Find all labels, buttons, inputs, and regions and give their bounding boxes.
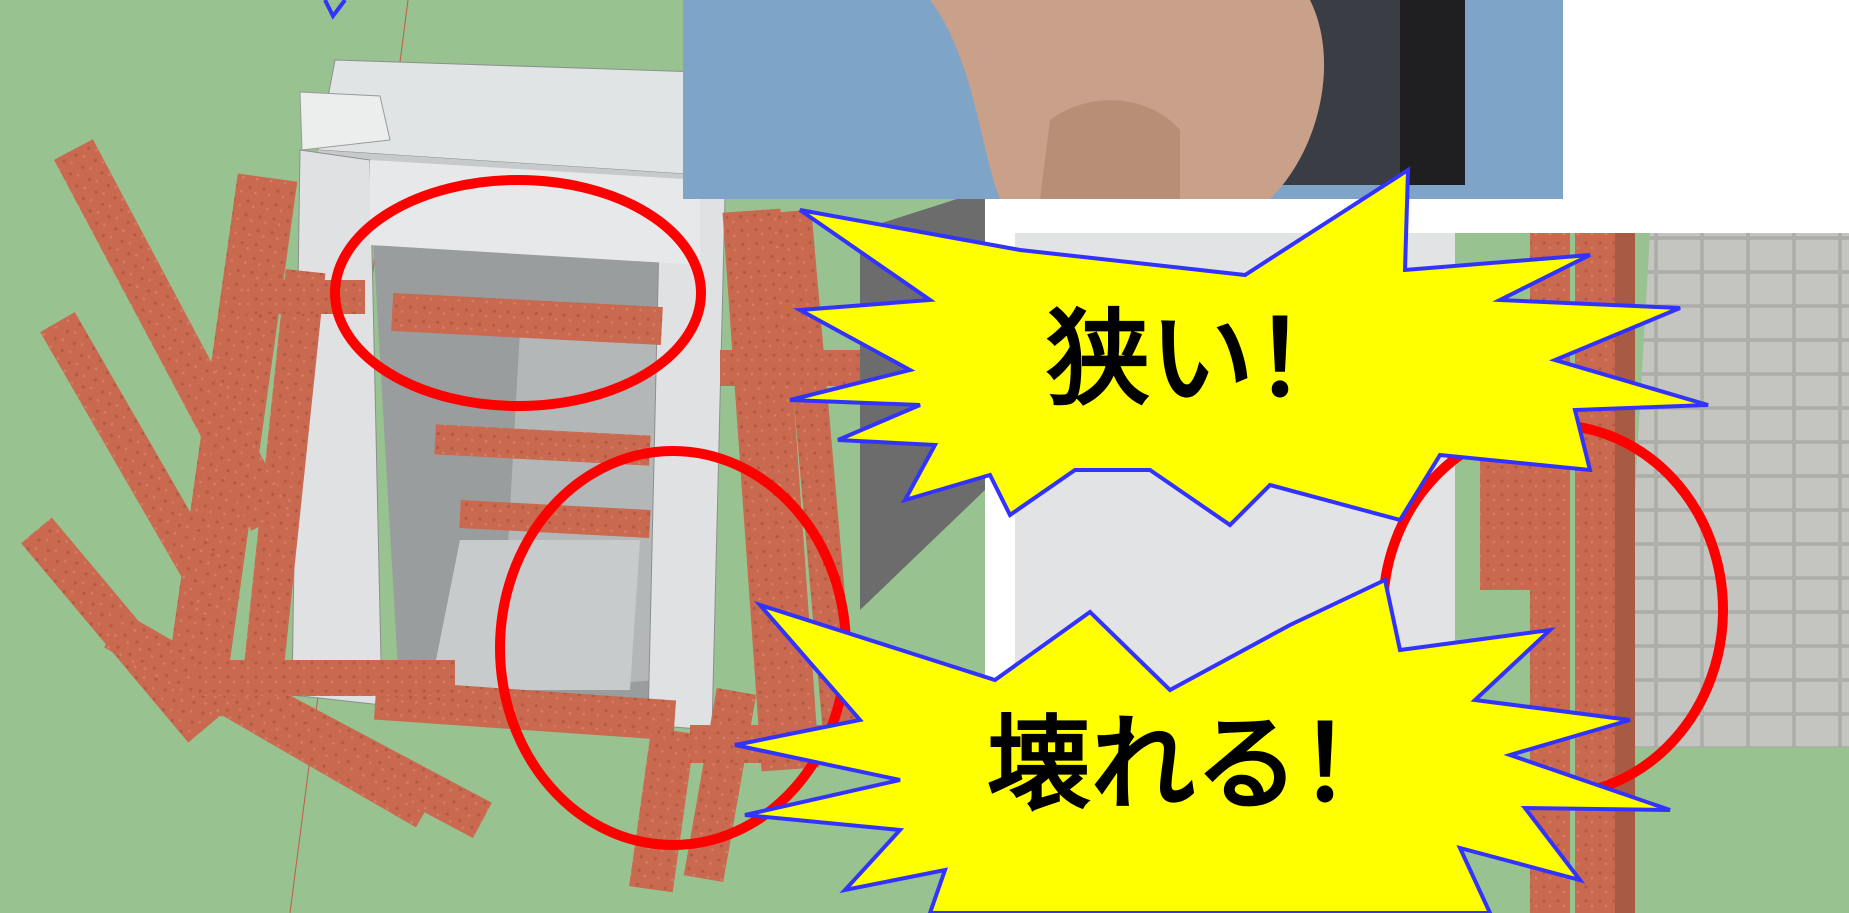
tile-wall <box>1620 233 1849 748</box>
lumber-cross-3 <box>720 350 860 386</box>
hand-shadow <box>1040 100 1180 199</box>
hand-fingers <box>930 0 1325 199</box>
lumber-base-2 <box>208 661 492 839</box>
lumber-cross-1 <box>245 280 365 314</box>
concrete-cap-left <box>299 91 391 151</box>
burst-fragment-top <box>323 0 347 20</box>
tablet-photo-panel <box>683 0 1563 199</box>
lumber-cross-2 <box>195 660 455 696</box>
burst-break-shape <box>734 577 1671 913</box>
shaft-bottom <box>430 540 640 690</box>
lumber-post-2 <box>238 269 326 721</box>
lumber-diag-2 <box>40 312 240 618</box>
inner-rung-2 <box>434 424 651 466</box>
lumber-post-5 <box>629 727 695 893</box>
inner-rung-1 <box>391 292 663 346</box>
callout-break-text: 壊れる！ <box>987 703 1403 825</box>
burst-break: 壊れる！ <box>734 577 1671 913</box>
lumber-diag-1 <box>53 139 291 531</box>
inner-rung-3 <box>459 500 651 538</box>
burst-narrow-shape <box>789 166 1709 528</box>
burst-narrow: 狭い！ <box>789 166 1709 528</box>
highlight-circle-narrow <box>330 175 706 411</box>
concrete-wall-right <box>647 194 726 731</box>
callout-narrow-text: 狭い！ <box>1046 298 1358 420</box>
